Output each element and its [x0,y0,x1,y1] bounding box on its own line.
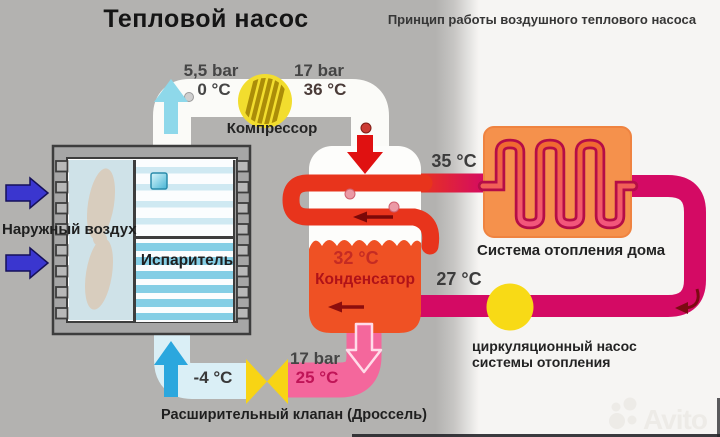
condenser-outlet-arrow-icon [345,322,383,374]
avito-watermark: Avito [609,397,709,435]
evaporator-fins [55,160,250,320]
avito-watermark-text: Avito [643,404,708,435]
outside-air-label: Наружный воздух [2,221,137,238]
circulation-pump-icon [486,283,534,331]
return-corner-arrow-icon [675,288,700,314]
condenser-droplet-2 [388,201,400,213]
circulation-pump-label-line1: циркуляционный насос [472,338,637,354]
discharge-droplet [360,122,372,134]
page-title: Тепловой насос [103,5,309,33]
suction-droplet [184,92,194,102]
right-edge-strip [717,398,720,437]
avito-logo-circle [609,413,625,429]
outside-air-arrow-bottom-icon [5,246,50,280]
discharge-temp-label: 36 °C [303,80,347,99]
outside-air-arrow-top-icon [5,176,50,210]
coil-flow-arrow-icon [353,211,393,223]
compressor-hatch [243,73,287,129]
evaporator-outlet-temp-label: -4 °C [193,368,233,387]
fan-blade [84,168,116,310]
discharge-arrow-icon [347,135,383,174]
expansion-valve-label: Расширительный клапан (Дроссель) [161,407,427,423]
condenser-temp-label: 32 °C [333,248,379,268]
suction-arrow-icon [154,79,188,134]
condenser-label: Конденсатор [315,271,415,288]
suction-temp-label: 0 °C [197,80,231,99]
ice-cube-icon [150,172,168,190]
bottom-edge-strip [352,434,720,437]
supply-temp-label: 35 °C [431,151,477,171]
evaporator-unit [51,144,252,336]
heating-return-pipe [420,175,706,317]
compressor-label: Компрессор [226,120,318,137]
condenser-coil [282,174,440,255]
valve-pressure-label: 17 bar [289,349,341,368]
discharge-pressure-label: 17 bar [293,61,345,80]
avito-logo-circle [623,397,637,411]
cold-return-arrow-icon [154,341,188,397]
heating-system-label: Система отопления дома [477,242,666,259]
expansion-valve-icon [246,359,288,404]
page-subtitle: Принцип работы воздушного теплового насо… [387,12,697,27]
condenser-droplet-1 [344,188,356,200]
evaporator-label: Испаритель [140,252,234,269]
radiator-coil-core [480,141,636,227]
valve-temp-label: 25 °C [295,368,339,387]
avito-logo-circle [627,415,637,425]
liquid-flow-arrow-icon [328,301,364,313]
avito-logo-circle [611,402,621,412]
radiator [477,126,639,238]
compressor-icon [238,73,292,129]
circulation-pump-label-line2: системы отопления [472,354,611,370]
suction-pressure-label: 5,5 bar [183,61,239,80]
return-temp-label: 27 °C [436,269,482,289]
